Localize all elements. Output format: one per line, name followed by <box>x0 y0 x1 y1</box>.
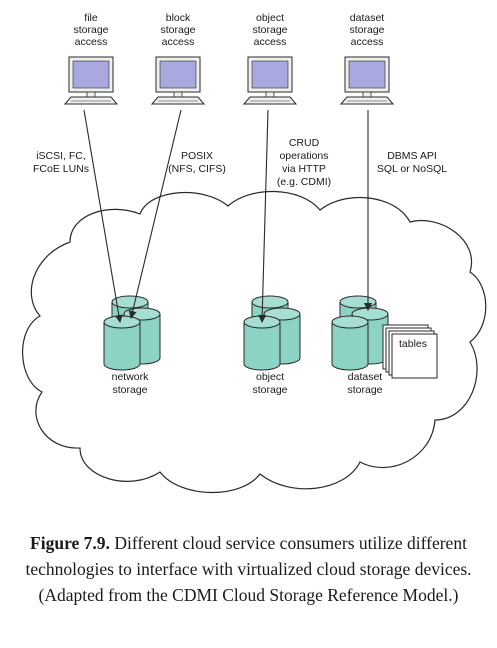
tables-stack: tables <box>382 324 438 379</box>
protocol-label-iscsi: iSCSI, FC,FCoE LUNs <box>33 150 89 175</box>
arrow-file-to-network <box>83 109 123 323</box>
svg-text:POSIX(NFS, CIFS): POSIX(NFS, CIFS) <box>168 150 226 175</box>
protocol-label-posix: POSIX(NFS, CIFS) <box>168 150 226 175</box>
monitor-icon-file <box>63 56 119 105</box>
arrow-object-to-object <box>258 109 269 323</box>
tables-label: tables <box>399 338 427 350</box>
svg-text:iSCSI, FC,FCoE LUNs: iSCSI, FC,FCoE LUNs <box>33 150 89 175</box>
figure-caption: Figure 7.9. Different cloud service cons… <box>18 530 479 608</box>
arrow-block-to-network <box>128 109 182 319</box>
monitor-icon-object <box>242 56 298 105</box>
caption-text: Different cloud service consumers utiliz… <box>25 533 472 605</box>
monitor-icon-block <box>150 56 206 105</box>
storage-cylinders-object <box>243 295 301 371</box>
storage-cylinders-dataset <box>331 295 389 371</box>
figure-number: Figure 7.9. <box>30 533 110 553</box>
monitor-icon-dataset <box>339 56 395 105</box>
